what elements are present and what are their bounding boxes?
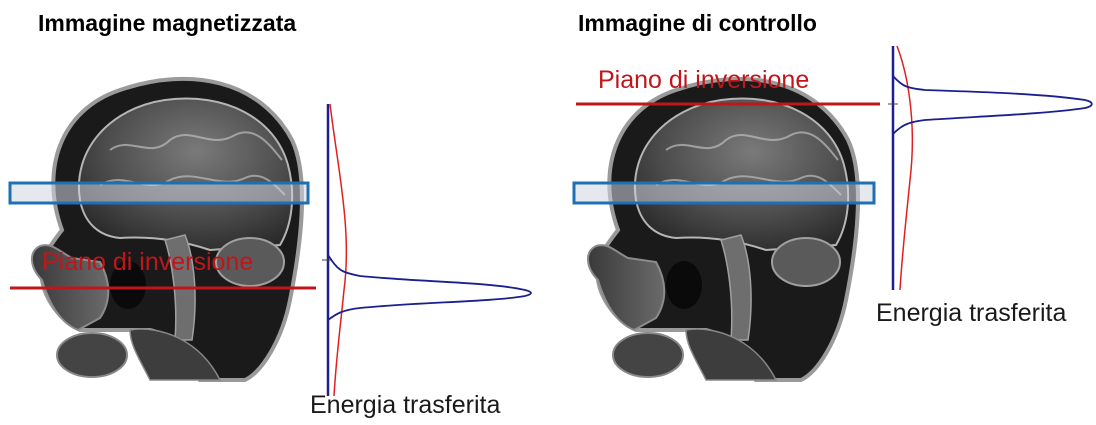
- mri-head-left: [32, 79, 302, 380]
- inversion-plane-label-left: Piano di inversione: [42, 248, 253, 277]
- panel-title-magnetized: Immagine magnetizzata: [38, 10, 296, 37]
- imaging-slab-left: [10, 183, 308, 203]
- mri-head-right: [588, 79, 858, 380]
- inversion-plane-label-right: Piano di inversione: [598, 66, 809, 95]
- reference-curve-left: [330, 104, 346, 396]
- energy-axis-caption-left: Energia trasferita: [310, 391, 500, 420]
- energy-axis-caption-right: Energia trasferita: [876, 299, 1066, 328]
- energy-profile-left: [328, 255, 531, 320]
- imaging-slab-right: [574, 183, 874, 203]
- energy-profile-right: [893, 76, 1092, 134]
- panel-title-control: Immagine di controllo: [578, 10, 817, 37]
